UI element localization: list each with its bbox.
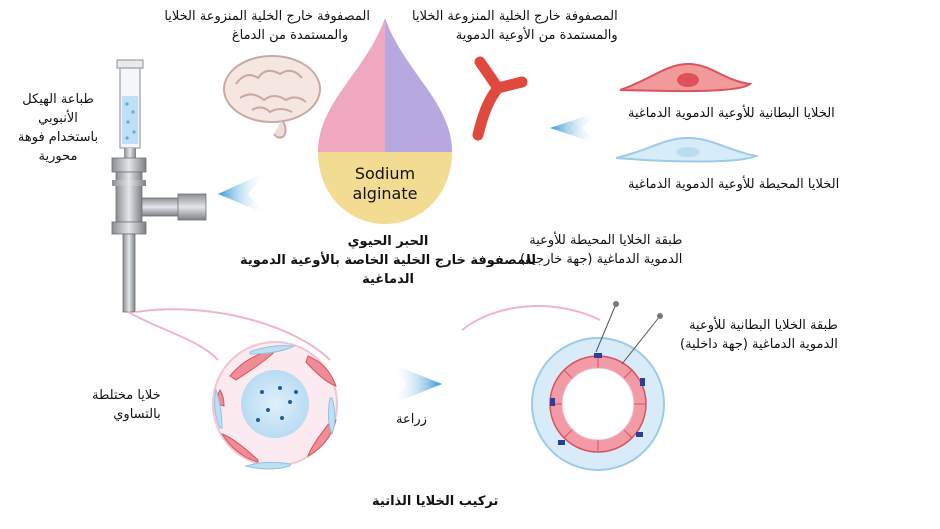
bioink-line3: الدماغية [362,272,414,287]
pericyte-cell-icon [615,136,760,163]
coaxial-line2: الأنبوبي [38,111,78,126]
mixed-cells-label: خلايا مختلطة بالتساوي [92,386,161,424]
endothelial-cells-label: الخلايا البطانية للأوعية الدموية الدماغي… [628,106,835,121]
vessel-ecm-line2: والمستمدة من الأوعية الدموية [455,28,618,43]
culture-label: زراعة [396,412,427,427]
bioink-line1: الحبر الحيوي [347,234,429,249]
pericytes-label: الخلايا المحيطة للأوعية الدموية الدماغية [628,177,840,192]
brain-ecm-line1: المصفوفة خارج الخلية المنزوعة الخلايا [164,9,370,24]
zoom-outline [461,305,601,331]
self-assembly-label: تركيب الخلايا الذاتية [372,494,499,509]
coaxial-line1: طباعة الهيكل [22,92,94,107]
zoom-outline [127,308,331,361]
sodium-line: Sodium [354,164,416,183]
vessel-ecm-label: المصفوفة خارج الخلية المنزوعة الخلايا وا… [412,7,618,45]
coaxial-line3: باستخدام فوهة [17,130,99,145]
endothelial-layer-line2: الدموية الدماغية (جهة داخلية) [680,337,838,352]
mixed-cells-line2: بالتساوي [113,407,161,422]
mixed-cell-ring [212,341,338,470]
pericyte-layer-label: طبقة الخلايا المحيطة للأوعية الدموية الد… [520,231,682,269]
coaxial-printing-label: طباعة الهيكل الأنبوبي باستخدام فوهة محور… [12,90,104,166]
coaxial-line4: محورية [38,149,78,164]
bioink-drop [318,18,452,224]
endothelial-layer-label: طبقة الخلايا البطانية للأوعية الدموية ال… [680,316,838,354]
nozzle-icon [111,157,207,313]
brain-ecm-line2: والمستمدة من الدماغ [231,28,349,43]
bioink-line2: للمصفوفة خارج الخلية الخاصة بالأوعية الد… [240,253,536,268]
pericyte-layer-line2: الدموية الدماغية (جهة خارجية) [520,252,683,267]
pericyte-layer-line1: طبقة الخلايا المحيطة للأوعية [529,233,683,248]
vessel-ecm-line1: المصفوفة خارج الخلية المنزوعة الخلايا [412,9,618,24]
endothelial-layer-line1: طبقة الخلايا البطانية للأوعية [689,318,838,333]
brain-icon [223,55,321,139]
arrow-icon [550,112,598,144]
syringe-icon [116,59,144,158]
brain-ecm-label: المصفوفة خارج الخلية المنزوعة الخلايا وا… [164,7,370,45]
arrow-icon [392,364,442,404]
mixed-cells-line1: خلايا مختلطة [92,388,161,403]
layered-vessel-ring [531,301,665,471]
endothelial-cell-icon [619,62,753,93]
arrow-icon [218,172,266,214]
sodium-alginate-label: Sodium alginate [335,164,435,204]
blood-vessel-icon [472,56,528,141]
bioink-label: الحبر الحيوي للمصفوفة خارج الخلية الخاصة… [238,232,538,289]
alginate-line: alginate [352,184,418,203]
